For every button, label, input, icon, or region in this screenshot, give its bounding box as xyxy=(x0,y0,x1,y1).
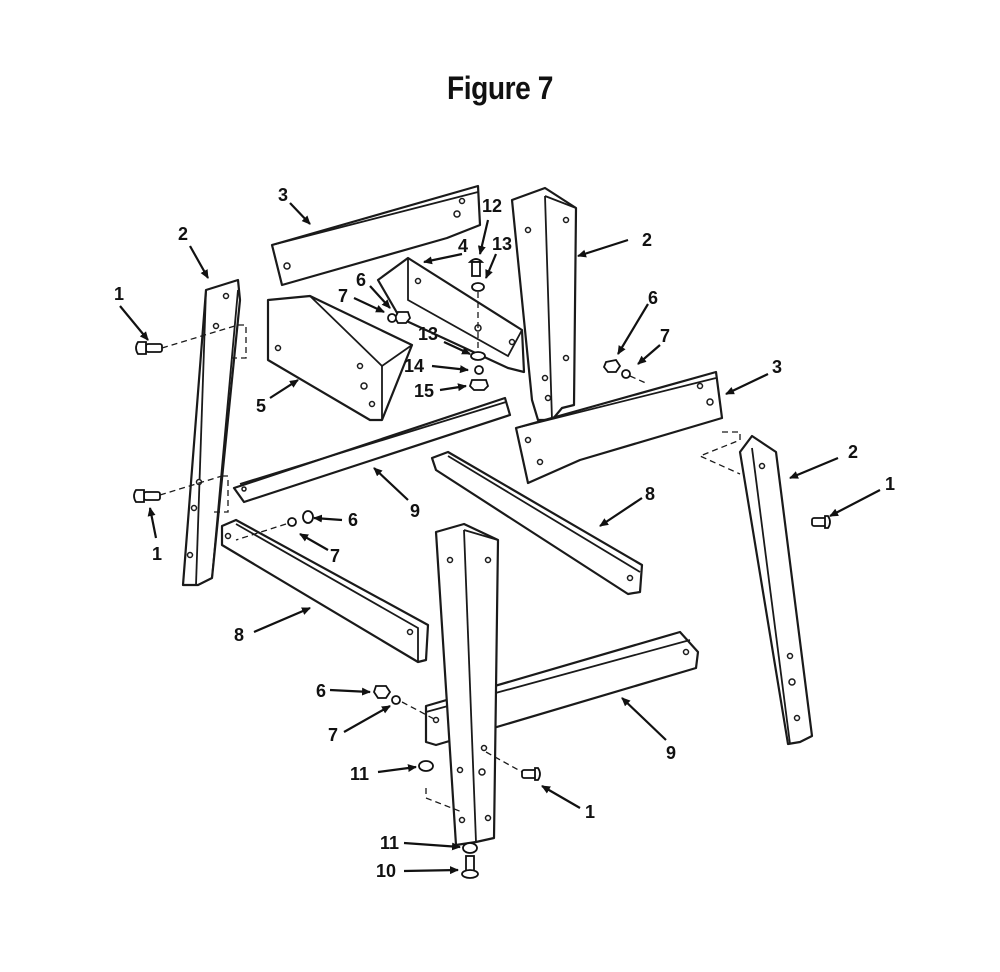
callout-12: 12 xyxy=(482,196,502,216)
callout-8: 8 xyxy=(645,484,655,504)
upper-apron-back xyxy=(270,184,482,287)
carriage-bolt-icon xyxy=(467,258,485,277)
carriage-bolt-icon xyxy=(811,515,831,529)
callout-7: 7 xyxy=(338,286,348,306)
leg-front-center xyxy=(425,522,500,847)
callout-1: 1 xyxy=(585,802,595,822)
callout-6: 6 xyxy=(356,270,366,290)
callout-8: 8 xyxy=(234,625,244,645)
callout-2: 2 xyxy=(848,442,858,462)
stretcher-upper xyxy=(232,396,512,504)
figure-title: Figure 7 xyxy=(446,70,554,106)
hex-nut-icon xyxy=(373,685,392,699)
callout-2: 2 xyxy=(642,230,652,250)
stretcher-left xyxy=(220,518,430,664)
leg-front-right xyxy=(698,431,814,746)
callout-labels: 1 1 1 1 2 2 2 3 3 4 5 6 6 6 6 7 7 7 7 8 … xyxy=(114,185,895,881)
callout-9: 9 xyxy=(410,501,420,521)
callout-6: 6 xyxy=(316,681,326,701)
callout-2: 2 xyxy=(178,224,188,244)
hex-nut-icon xyxy=(462,842,478,854)
carriage-bolt-icon xyxy=(135,324,239,355)
callout-13: 13 xyxy=(418,324,438,344)
lock-washer-icon xyxy=(287,517,297,527)
callout-7: 7 xyxy=(660,326,670,346)
hex-nut-icon xyxy=(302,510,314,524)
washer-icon xyxy=(470,351,486,361)
callout-6: 6 xyxy=(648,288,658,308)
lock-washer-icon xyxy=(391,695,401,705)
callout-7: 7 xyxy=(328,725,338,745)
leader-arrows xyxy=(119,202,881,875)
hardware xyxy=(133,258,831,879)
callout-6: 6 xyxy=(348,510,358,530)
callout-14: 14 xyxy=(404,356,424,376)
lock-washer-icon xyxy=(387,313,397,323)
callout-7: 7 xyxy=(330,546,340,566)
callout-15: 15 xyxy=(414,381,434,401)
leveling-bolt-icon xyxy=(461,855,479,879)
lock-washer-icon xyxy=(474,365,484,375)
leg-front-left xyxy=(181,278,247,587)
callout-9: 9 xyxy=(666,743,676,763)
washer-icon xyxy=(471,282,485,292)
nut-icon xyxy=(468,379,490,391)
hex-nut-icon xyxy=(393,311,412,324)
lock-washer-icon xyxy=(621,369,631,379)
callout-3: 3 xyxy=(278,185,288,205)
hex-nut-icon xyxy=(602,358,622,373)
hex-nut-icon xyxy=(418,760,434,772)
callout-3: 3 xyxy=(772,357,782,377)
callout-4: 4 xyxy=(458,236,468,256)
top-bracket xyxy=(266,294,414,422)
carriage-bolt-icon xyxy=(133,475,223,503)
callout-1: 1 xyxy=(885,474,895,494)
callout-5: 5 xyxy=(256,396,266,416)
callout-13: 13 xyxy=(492,234,512,254)
callout-11: 11 xyxy=(380,833,399,853)
stretcher-right xyxy=(430,450,644,596)
leg-back-right xyxy=(510,186,578,422)
upper-apron-right xyxy=(514,370,724,485)
callout-1: 1 xyxy=(152,544,162,564)
callout-11: 11 xyxy=(350,764,369,784)
callout-10: 10 xyxy=(376,861,396,881)
center-bracket xyxy=(376,256,526,374)
callout-1: 1 xyxy=(114,284,124,304)
carriage-bolt-icon xyxy=(485,751,541,781)
